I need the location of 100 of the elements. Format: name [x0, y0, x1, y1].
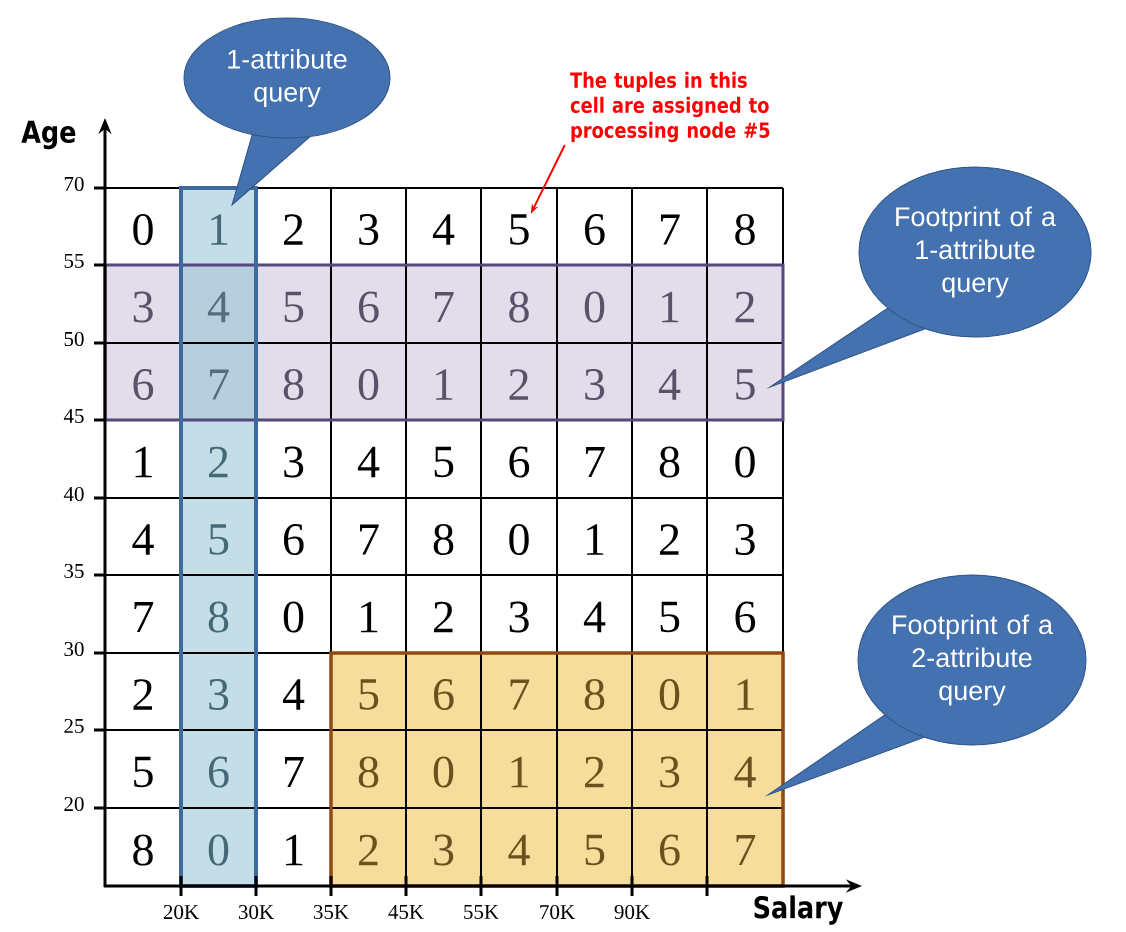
cell-number: 5 [284, 291, 304, 323]
tick-label: 30 [64, 641, 84, 657]
cell-number: 6 [660, 834, 680, 866]
cell-number: 0 [509, 523, 529, 555]
cell-number: 6 [133, 369, 154, 400]
cell-number: 4 [658, 369, 681, 400]
cell-number: 4 [432, 214, 455, 245]
cell-number: 2 [509, 369, 528, 400]
tick-label: 90K [614, 904, 650, 920]
cell-number: 3 [585, 369, 605, 400]
cell-number: 4 [734, 756, 756, 788]
cell-number: 7 [360, 524, 379, 555]
cell-number: 6 [735, 601, 756, 633]
axis-title: Age [21, 120, 76, 150]
speech-bubble: Footprint of a 1-attribute query [769, 166, 1092, 388]
cell-number: 1 [211, 214, 228, 245]
cell-number: 3 [434, 834, 454, 866]
tick-label: 20K [163, 904, 199, 920]
note-text: The tuples in this cell are assigned to processing node #5 [570, 71, 770, 143]
cell-number: 5 [209, 524, 229, 555]
cell-number: 3 [509, 601, 529, 633]
cell-number: 8 [133, 834, 153, 866]
cell-number: 3 [359, 214, 379, 245]
cell-number: 7 [736, 834, 756, 866]
cell-number: 0 [208, 834, 229, 866]
cell-number: 4 [132, 524, 154, 555]
cell-number: 5 [510, 214, 529, 245]
tick-label: 70 [64, 176, 84, 192]
cell-number: 8 [358, 756, 379, 788]
tick-label: 35 [64, 563, 84, 579]
tick-label: 20 [64, 796, 84, 812]
cell-number: 3 [660, 756, 680, 788]
tick-label: 25 [64, 718, 84, 734]
cell-number: 5 [434, 446, 454, 478]
cell-number: 3 [133, 291, 153, 323]
tick-label: 45 [63, 409, 84, 423]
cell-number: 8 [584, 678, 605, 710]
cell-number: 4 [583, 601, 606, 633]
cell-number: 7 [510, 679, 530, 710]
cell-number: 5 [736, 369, 755, 400]
cell-number: 3 [735, 524, 755, 555]
cell-number: 0 [283, 601, 304, 633]
cell-number: 4 [357, 446, 380, 478]
cell-number: 1 [436, 369, 453, 400]
cell-number: 1 [662, 291, 679, 323]
cell-number: 3 [209, 679, 229, 710]
cell-number: 0 [584, 291, 605, 323]
cell-number: 4 [508, 834, 530, 866]
speech-bubble: Footprint of a 2-attribute query [767, 574, 1087, 796]
cell-number: 7 [134, 601, 154, 633]
cell-number: 7 [586, 446, 605, 478]
speech-bubble: 1-attribute query [183, 17, 391, 206]
cell-number: 8 [208, 601, 229, 633]
cell-number: 7 [210, 369, 229, 400]
cell-number: 8 [509, 291, 529, 323]
cell-number: 8 [735, 213, 755, 245]
cell-number: 8 [433, 523, 454, 555]
cell-number: 2 [284, 214, 303, 245]
cell-number: 7 [661, 214, 680, 245]
cell-number: 1 [361, 601, 378, 633]
cell-number: 7 [285, 756, 304, 788]
tick-label: 40 [63, 486, 84, 502]
cell-number: 6 [359, 291, 379, 323]
cell-number: 6 [509, 446, 530, 478]
cell-number: 2 [434, 601, 453, 633]
cell-number: 4 [282, 679, 305, 710]
cell-number: 6 [434, 679, 454, 710]
cell-number: 4 [207, 291, 230, 323]
cell-number: 5 [585, 834, 605, 866]
axis-title: Salary [754, 895, 843, 925]
cell-number: 0 [659, 678, 680, 710]
tick-label: 55 [64, 254, 84, 268]
cell-number: 0 [133, 213, 153, 245]
cell-number: 5 [359, 679, 379, 710]
cell-number: 0 [735, 446, 755, 478]
cell-number: 2 [359, 834, 378, 866]
cell-number: 2 [133, 679, 152, 710]
cell-number: 0 [358, 368, 379, 400]
cell-number: 2 [735, 291, 754, 323]
tick-label: 50 [64, 331, 84, 347]
cell-number: 7 [435, 291, 454, 323]
cell-number: 1 [511, 756, 528, 788]
cell-number: 6 [585, 214, 605, 245]
cell-number: 1 [737, 679, 754, 710]
cell-number: 2 [660, 524, 679, 555]
tick-label: 45K [388, 905, 424, 919]
cell-number: 8 [283, 368, 304, 400]
tick-label: 55K [464, 905, 499, 919]
cell-number: 2 [585, 756, 604, 788]
cell-number: 1 [286, 834, 303, 866]
cell-number: 5 [660, 601, 680, 633]
cell-number: 6 [209, 756, 229, 788]
cell-number: 1 [587, 524, 604, 555]
tick-label: 35K [313, 904, 349, 920]
cell-number: 5 [134, 756, 153, 788]
cell-number: 0 [433, 756, 454, 788]
cell-number: 1 [135, 446, 152, 478]
cell-number: 6 [284, 524, 304, 555]
cell-number: 2 [209, 446, 228, 478]
tick-label: 30K [238, 904, 274, 920]
